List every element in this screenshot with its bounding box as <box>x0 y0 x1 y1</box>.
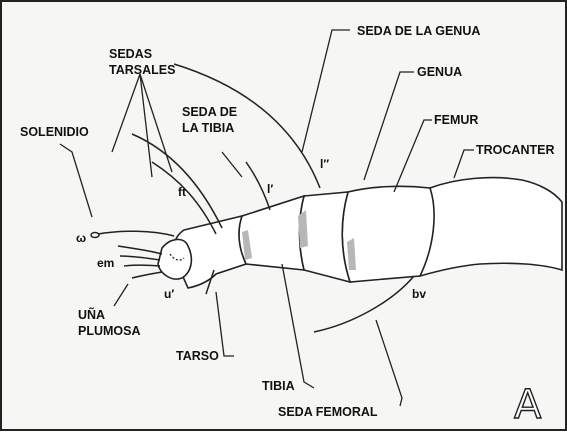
leader-line <box>222 152 242 177</box>
label-trocanter: TROCANTER <box>476 143 554 157</box>
leader-line <box>364 72 414 180</box>
apotele <box>158 239 191 279</box>
leader-line <box>282 264 314 388</box>
label-bv: bv <box>412 287 426 301</box>
label-genua: GENUA <box>417 65 462 79</box>
leader-line <box>216 292 234 356</box>
label-tibia: TIBIA <box>262 379 295 393</box>
label-u-prime: u′ <box>164 287 174 301</box>
leader-line <box>60 144 92 217</box>
label-l-prime: l′ <box>267 182 273 196</box>
label-tarso: TARSO <box>176 349 219 363</box>
trocanter-segment <box>420 178 562 276</box>
leader-line <box>112 74 172 177</box>
leader-line <box>114 284 128 306</box>
solenidio-tip <box>91 233 99 238</box>
leader-line <box>454 150 474 178</box>
femur-segment <box>342 186 434 282</box>
solenidio <box>98 231 174 236</box>
label-sedas-tarsales-line2: TARSALES <box>109 63 175 77</box>
label-ft: ft <box>178 185 186 199</box>
label-seda-femoral: SEDA FEMORAL <box>278 405 378 419</box>
label-una-plumosa-line2: PLUMOSA <box>78 324 141 338</box>
label-femur: FEMUR <box>434 113 478 127</box>
label-omega: ω <box>76 231 86 245</box>
leader-line <box>394 120 432 192</box>
femoral-seta <box>314 276 414 332</box>
label-seda-genua: SEDA DE LA GENUA <box>357 24 480 38</box>
leader-line <box>376 320 402 406</box>
label-una-plumosa-line1: UÑA <box>78 307 105 322</box>
label-em: em <box>97 256 114 270</box>
label-solenidio: SOLENIDIO <box>20 125 89 139</box>
label-sedas-tarsales-line1: SEDAS <box>109 47 152 61</box>
label-seda-tibia-line1: SEDA DE <box>182 105 237 119</box>
plumose-claw <box>118 246 162 278</box>
leader-line <box>302 30 350 152</box>
label-seda-tibia-line2: LA TIBIA <box>182 121 234 135</box>
label-l-double-prime: l″ <box>320 157 329 171</box>
panel-letter: A <box>514 382 542 428</box>
